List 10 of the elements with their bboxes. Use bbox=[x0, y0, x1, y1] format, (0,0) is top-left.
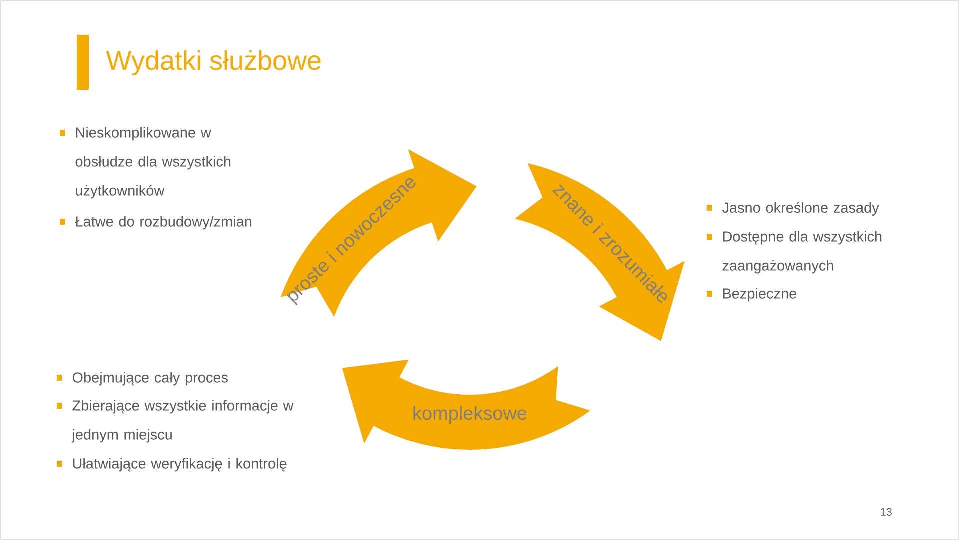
bullet-item: Dostępne dla wszystkich zaangażowanych bbox=[707, 231, 882, 274]
bullet-item: Bezpieczne bbox=[707, 288, 797, 302]
bullet-item: Łatwe do rozbudowy/zmian bbox=[60, 216, 252, 230]
bullet-item: Obejmujące cały proces bbox=[57, 372, 228, 386]
title: Wydatki służbowe bbox=[106, 50, 321, 76]
bullet-item: Zbierające wszystkie informacje w jednym miejscu bbox=[57, 400, 294, 443]
bullet-item: Nieskomplikowane w obsłudze dla wszystkich użytkowników bbox=[60, 127, 231, 199]
bullet-item: Ułatwiające weryfikację i kontrolę bbox=[57, 458, 287, 472]
page-number: 13 bbox=[881, 508, 892, 516]
bullet-item: Jasno określone zasady bbox=[707, 202, 880, 216]
